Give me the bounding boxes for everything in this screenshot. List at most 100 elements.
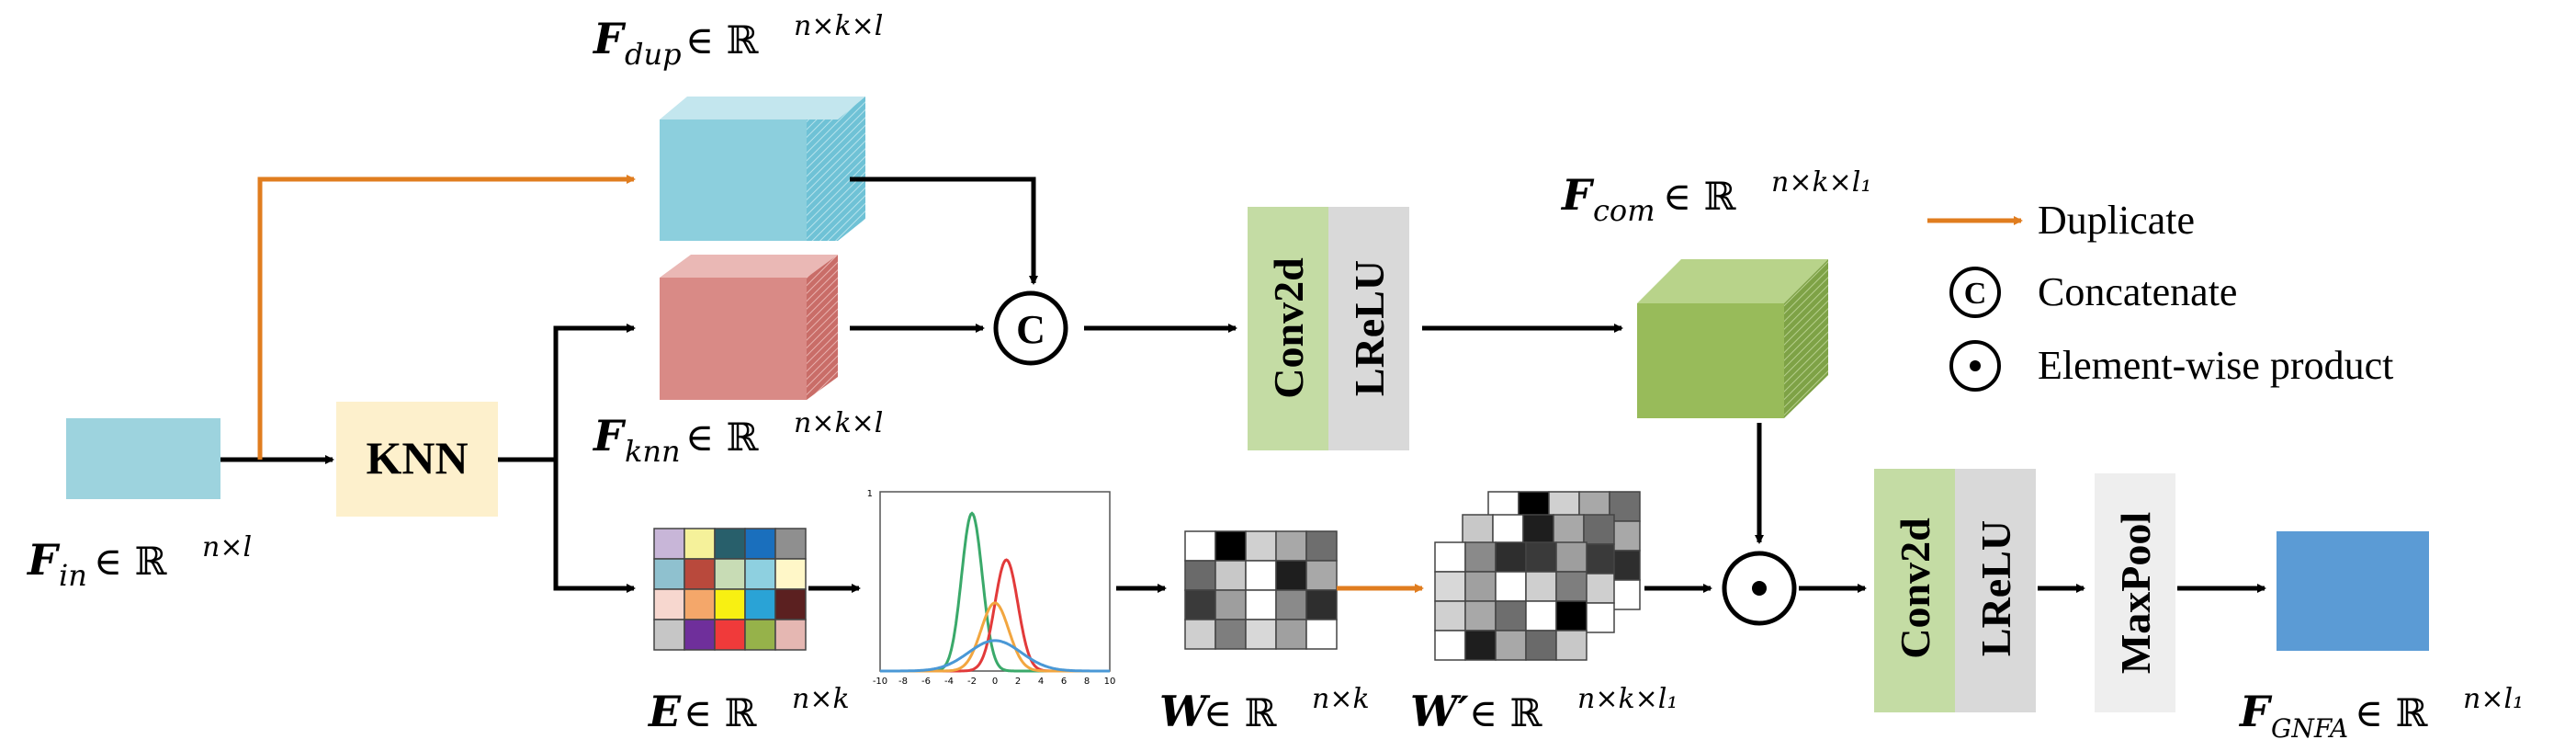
w-prime-cell (1525, 630, 1557, 661)
maxpool-label: MaxPool (2112, 512, 2159, 674)
w-prime-var: W′ (1410, 687, 1469, 736)
w-matrix-cell (1245, 560, 1277, 591)
label-f-knn: F knn ∈ ℝ n×k×l (592, 407, 883, 469)
lrelu-box-1 (1328, 207, 1409, 450)
e-var: E (647, 687, 682, 736)
f-com-cube (1637, 259, 1828, 418)
w-prime-cell (1495, 630, 1527, 661)
gaussian-x-tick: -10 (873, 677, 887, 687)
f-in-var: F (26, 535, 61, 585)
gaussian-plot-frame (879, 491, 1111, 672)
w-matrix-cell (1275, 589, 1307, 620)
e-matrix-cell (774, 558, 807, 590)
w-prime-cell (1583, 543, 1615, 575)
w-prime-cell (1464, 600, 1497, 632)
e-matrix-cell (653, 558, 685, 590)
e-matrix-cell (714, 588, 746, 620)
label-w-prime: W′ ∈ ℝ n×k×l₁ (1410, 683, 1678, 736)
e-rel: ∈ ℝ (684, 690, 757, 735)
e-matrix-cell (744, 558, 776, 590)
f-knn-sub: knn (625, 434, 681, 469)
w-prime-cell (1525, 600, 1557, 632)
e-matrix-cell (684, 619, 716, 651)
e-matrix-cell (714, 619, 746, 651)
f-gnfa-var: F (2238, 687, 2273, 736)
lrelu-label-2: LReLU (1972, 520, 2019, 656)
gaussian-x-tick: 6 (1061, 677, 1067, 687)
element-wise-product-node (1722, 551, 1797, 626)
e-matrix-cell (653, 619, 685, 651)
w-prime-cell (1492, 514, 1524, 545)
legend-concat-text: Concatenate (2038, 269, 2237, 314)
f-knn-var: F (592, 411, 627, 461)
f-com-var: F (1560, 170, 1595, 220)
w-prime-cell (1434, 571, 1466, 602)
w-prime-cell (1583, 514, 1615, 545)
maxpool-box (2095, 473, 2175, 712)
f-com-sup: n×k×l₁ (1771, 166, 1871, 199)
w-matrix-cell (1184, 530, 1216, 562)
e-matrix-cell (744, 528, 776, 560)
label-e: E ∈ ℝ n×k (647, 683, 850, 736)
f-knn-sup: n×k×l (794, 407, 883, 439)
w-prime-cell (1522, 514, 1554, 545)
w-prime-cell (1464, 571, 1497, 602)
w-sup: n×k (1312, 683, 1370, 715)
e-matrix-cell (774, 619, 807, 651)
w-matrix-cell (1215, 589, 1247, 620)
e-matrix-cell (684, 528, 716, 560)
e-matrix-cell (774, 588, 807, 620)
f-gnfa-sup: n×l₁ (2463, 683, 2524, 715)
f-gnfa-sub: GNFA (2271, 713, 2348, 744)
f-in-sub: in (59, 558, 87, 593)
legend-product-text: Element-wise product (2038, 343, 2393, 388)
concat-symbol: C (1016, 307, 1045, 352)
w-matrix-cell (1245, 619, 1277, 650)
f-com-rel: ∈ ℝ (1663, 174, 1736, 219)
w-prime-cell (1583, 602, 1615, 633)
f-knn-cube (660, 255, 838, 400)
input-block (66, 418, 220, 499)
arrow-fdup-to-concat (850, 176, 1038, 285)
gaussian-x-tick: 0 (992, 677, 998, 687)
w-prime-cell (1495, 571, 1527, 602)
w-matrix-cell (1305, 530, 1338, 562)
f-com-sub: com (1593, 193, 1655, 228)
w-prime-cell (1555, 571, 1587, 602)
knn-box (336, 402, 498, 517)
f-dup-cube (660, 97, 865, 241)
output-block (2277, 531, 2429, 651)
w-rel: ∈ ℝ (1203, 690, 1277, 735)
gaussian-x-tick: -8 (898, 677, 908, 687)
w-matrix-cell (1305, 589, 1338, 620)
w-prime-cell (1434, 541, 1466, 573)
w-matrix-cell (1275, 619, 1307, 650)
w-prime-cell (1553, 514, 1585, 545)
lrelu-label-1: LReLU (1346, 260, 1393, 396)
w-var: W (1159, 687, 1211, 736)
w-matrix-cell (1245, 589, 1277, 620)
lrelu-box-2 (1955, 469, 2036, 712)
w-matrix-cell (1215, 560, 1247, 591)
e-matrix-cell (653, 528, 685, 560)
gaussian-x-tick: 2 (1015, 677, 1021, 687)
f-knn-rel: ∈ ℝ (685, 415, 759, 460)
gaussian-y-top-label: 1 (867, 489, 873, 499)
w-prime-cell (1525, 571, 1557, 602)
f-dup-rel: ∈ ℝ (685, 17, 759, 63)
gaussian-x-tick: -6 (921, 677, 931, 687)
gaussian-x-tick: 8 (1084, 677, 1090, 687)
legend-concat-icon (1949, 267, 2001, 318)
e-matrix-cell (653, 588, 685, 620)
gaussian-x-tick: -2 (967, 677, 977, 687)
label-f-dup: F dup ∈ ℝ n×k×l (592, 10, 883, 72)
w-prime-cell (1555, 541, 1587, 573)
w-matrix-cell (1305, 560, 1338, 591)
gaussian-x-tick: -4 (944, 677, 954, 687)
e-matrix-cell (744, 588, 776, 620)
e-matrix-cell (684, 558, 716, 590)
w-prime-cell (1555, 630, 1587, 661)
w-prime-cell (1434, 600, 1466, 632)
w-prime-cell (1555, 600, 1587, 632)
